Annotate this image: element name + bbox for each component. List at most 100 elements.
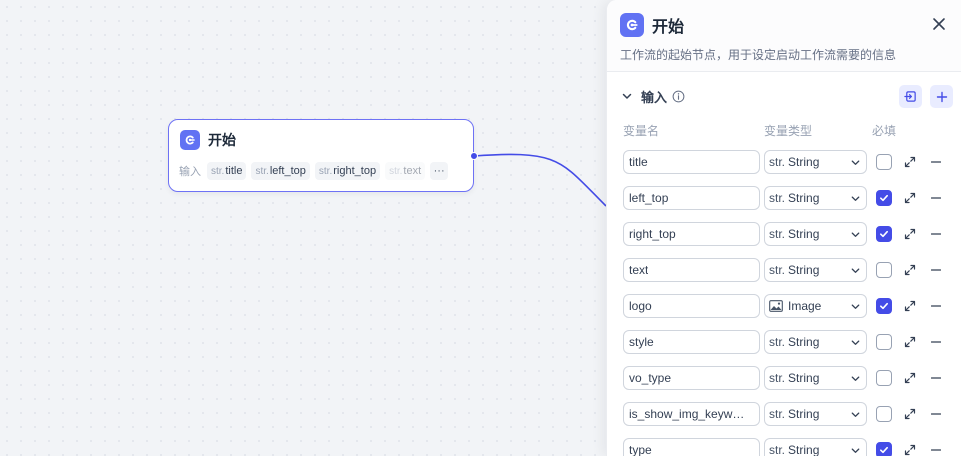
minus-icon[interactable] <box>931 229 941 239</box>
variable-type-select[interactable]: str.String <box>764 366 867 390</box>
node-input-vars: 输入 str.title str.left_top str.right_top … <box>169 160 473 182</box>
required-checkbox[interactable] <box>876 262 892 278</box>
type-prefix: str. <box>769 443 786 456</box>
variable-type-select[interactable]: str.String <box>764 438 867 456</box>
plus-icon <box>936 91 947 102</box>
type-value: String <box>788 407 820 421</box>
node-inputs-label: 输入 <box>179 166 201 178</box>
variable-name-input[interactable]: left_top <box>623 186 760 210</box>
chevron-down-icon[interactable] <box>621 90 633 102</box>
required-checkbox[interactable] <box>876 190 892 206</box>
chevron-down-icon <box>851 376 860 381</box>
minus-icon[interactable] <box>931 337 941 347</box>
expand-icon[interactable] <box>904 192 916 204</box>
close-icon[interactable] <box>931 16 947 32</box>
type-prefix: str. <box>769 191 786 205</box>
variable-type-select[interactable]: str.String <box>764 186 867 210</box>
start-node[interactable]: 开始 输入 str.title str.left_top str.right_t… <box>168 119 478 192</box>
chevron-down-icon <box>851 448 860 453</box>
required-checkbox[interactable] <box>876 370 892 386</box>
required-checkbox[interactable] <box>876 298 892 314</box>
variable-table-header: 变量名 变量类型 必填 <box>607 120 961 140</box>
variable-type-select[interactable]: str.String <box>764 222 867 246</box>
add-variable-button[interactable] <box>930 85 953 108</box>
variable-name-input[interactable]: vo_type <box>623 366 760 390</box>
variable-type-select[interactable]: str.String <box>764 330 867 354</box>
image-icon <box>769 300 783 312</box>
required-checkbox[interactable] <box>876 226 892 242</box>
type-value: String <box>788 443 820 456</box>
required-checkbox[interactable] <box>876 334 892 350</box>
node-var-chip: str.right_top <box>314 162 381 180</box>
col-name-header: 变量名 <box>623 123 660 138</box>
check-icon <box>880 194 888 202</box>
variable-name-input[interactable]: text <box>623 258 760 282</box>
variable-name-input[interactable]: logo <box>623 294 760 318</box>
required-checkbox[interactable] <box>876 406 892 422</box>
panel-header: 开始 工作流的起始节点，用于设定启动工作流需要的信息 <box>607 0 961 72</box>
inputs-section-title: 输入 <box>641 89 668 105</box>
expand-icon[interactable] <box>904 444 916 456</box>
chevron-down-icon <box>851 412 860 417</box>
node-var-chip: str.title <box>207 162 247 180</box>
chevron-down-icon <box>851 160 860 165</box>
minus-icon[interactable] <box>931 373 941 383</box>
type-value: String <box>788 227 820 241</box>
check-icon <box>880 302 888 310</box>
node-var-chip: str.left_top <box>251 162 310 180</box>
required-checkbox[interactable] <box>876 154 892 170</box>
type-prefix: str. <box>769 263 786 277</box>
col-required-header: 必填 <box>872 123 897 138</box>
variable-name-input[interactable]: is_show_img_keyw… <box>623 402 760 426</box>
required-checkbox[interactable] <box>876 442 892 456</box>
inputs-section-header[interactable]: 输入 <box>607 72 961 120</box>
type-value: String <box>788 191 820 205</box>
expand-icon[interactable] <box>904 336 916 348</box>
variable-name-input[interactable]: style <box>623 330 760 354</box>
variable-name-input[interactable]: title <box>623 150 760 174</box>
variable-name-input[interactable]: right_top <box>623 222 760 246</box>
node-settings-panel: 开始 工作流的起始节点，用于设定启动工作流需要的信息 输入 变量名 变量类型 必… <box>606 0 961 456</box>
type-value: String <box>788 335 820 349</box>
expand-icon[interactable] <box>904 264 916 276</box>
variable-type-select[interactable]: str.String <box>764 258 867 282</box>
minus-icon[interactable] <box>931 265 941 275</box>
check-icon <box>880 230 888 238</box>
expand-icon[interactable] <box>904 300 916 312</box>
expand-icon[interactable] <box>904 156 916 168</box>
variable-type-select[interactable]: str.String <box>764 150 867 174</box>
type-prefix: str. <box>769 407 786 421</box>
type-prefix: str. <box>769 155 786 169</box>
start-icon <box>620 13 644 37</box>
node-more-vars[interactable]: ··· <box>430 162 449 180</box>
check-icon <box>880 446 888 454</box>
node-output-handle[interactable] <box>470 152 478 160</box>
minus-icon[interactable] <box>931 193 941 203</box>
minus-icon[interactable] <box>931 409 941 419</box>
expand-icon[interactable] <box>904 372 916 384</box>
variable-row: is_show_img_keyw…str.String <box>623 396 961 432</box>
panel-title: 开始 <box>652 19 685 36</box>
variable-type-select[interactable]: Image <box>764 294 867 318</box>
start-icon <box>180 130 200 150</box>
variable-name-input[interactable]: type <box>623 438 760 456</box>
minus-icon[interactable] <box>931 301 941 311</box>
minus-icon[interactable] <box>931 157 941 167</box>
type-prefix: str. <box>769 227 786 241</box>
node-var-chip: str.text <box>385 162 426 180</box>
node-title: 开始 <box>208 132 236 148</box>
info-icon[interactable] <box>672 90 685 103</box>
minus-icon[interactable] <box>931 445 941 455</box>
expand-icon[interactable] <box>904 408 916 420</box>
import-button[interactable] <box>899 85 922 108</box>
expand-icon[interactable] <box>904 228 916 240</box>
variable-type-select[interactable]: str.String <box>764 402 867 426</box>
